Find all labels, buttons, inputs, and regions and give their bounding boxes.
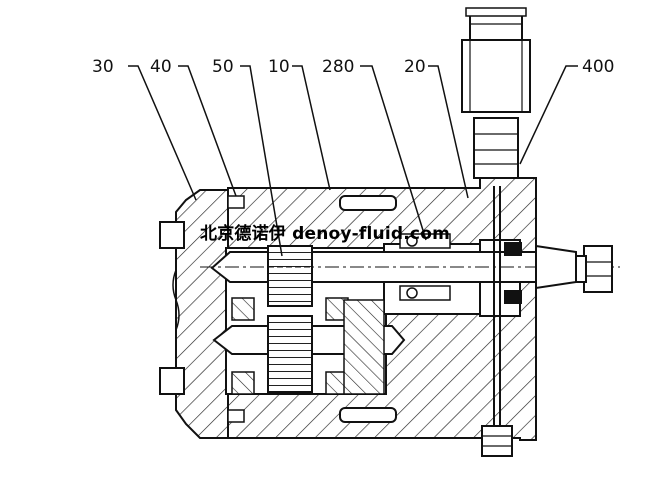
callout-50: 50: [212, 57, 234, 77]
callout-400: 400: [582, 57, 614, 77]
dowel-pins: [227, 195, 397, 423]
callout-280: 280: [322, 57, 354, 77]
bearing-bushes: [231, 297, 385, 395]
callout-40: 40: [150, 57, 172, 77]
relief-valve-assembly: [461, 7, 531, 457]
driven-gear: [267, 315, 313, 393]
left-end-cover: [159, 189, 229, 439]
leader-lines: [128, 65, 578, 257]
shaft-seal: [399, 233, 522, 304]
watermark-text: 北京德诺伊 denoy-fluid.com: [200, 224, 450, 244]
callout-10: 10: [268, 57, 290, 77]
drive-gear: [267, 245, 313, 307]
callout-30: 30: [92, 57, 114, 77]
callout-20: 20: [404, 57, 426, 77]
callout-labels: 30 40 50 10 280 20 400: [92, 57, 614, 77]
